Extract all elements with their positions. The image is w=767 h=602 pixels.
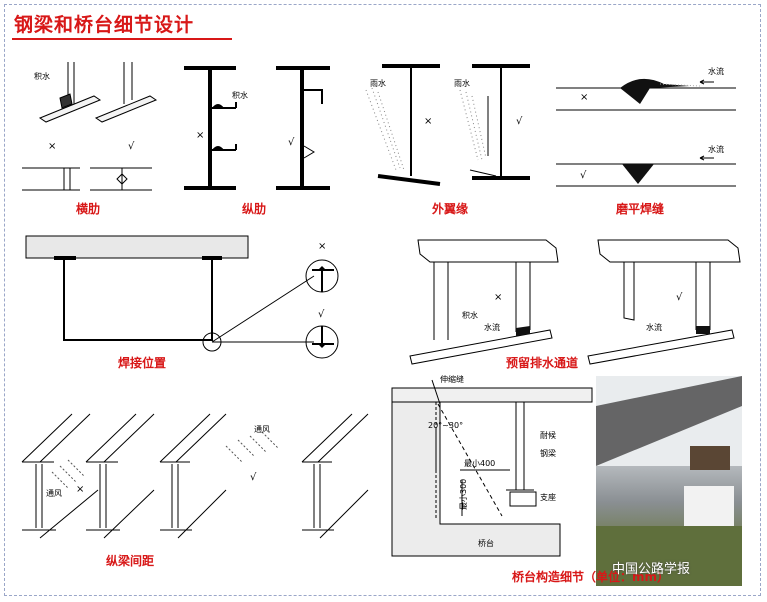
outer-flange-bad-mark: × [424,116,432,127]
drainage-water-note: 积水 [462,310,478,320]
abutment-min400: 最小400 [464,459,495,468]
page-frame [4,4,761,596]
abutment-steel-beam: 钢梁 [540,448,556,458]
page-title: 钢梁和桥台细节设计 [14,14,195,36]
label-weld-position: 焊接位置 [118,356,167,370]
label-outer-flange: 外翼缘 [432,202,469,216]
girder-bad-mark: × [76,484,84,495]
abutment-label: 桥台 [478,538,494,548]
outer-flange-diagram [377,64,530,186]
outer-flange-rain-right: 雨水 [454,78,470,88]
weld-position-diagram [25,235,339,359]
girder-vent-left: 通风 [46,488,62,498]
title-underline [12,38,232,40]
abutment-min300: 最小300 [459,479,468,510]
weld-position-good-mark: √ [318,309,325,320]
label-ground-weld: 磨平焊缝 [616,202,665,216]
watermark: 中国公路学报 [612,562,691,577]
label-girder-spacing: 纵梁间距 [106,554,155,568]
outer-flange-rain-left: 雨水 [370,78,386,88]
drainage-flow-left: 水流 [484,322,500,332]
girder-vent-right: 通风 [254,424,270,434]
abutment-photo [596,376,742,586]
longitudinal-good-mark: √ [288,137,295,148]
abutment-weathering: 耐候 [540,430,556,440]
transverse-good-mark: √ [128,141,135,152]
ground-weld-flow-top: 水流 [708,66,724,76]
weld-position-bad-mark: × [318,241,326,252]
transverse-water-note: 积水 [34,71,50,81]
abutment-angle: 20°~30° [428,421,463,430]
transverse-stiffener-diagram [22,62,158,191]
girder-spacing-diagram [21,413,369,539]
drainage-flow-right: 水流 [646,322,662,332]
longitudinal-bad-mark: × [196,130,204,141]
abutment-detail-diagram [391,379,593,557]
label-longitudinal-stiffener: 纵肋 [242,202,267,216]
longitudinal-stiffener-diagram [184,66,330,190]
ground-weld-flow-bottom: 水流 [708,144,724,154]
photo-illustration [596,376,742,586]
abutment-expansion-joint: 伸缩缝 [440,374,464,384]
label-drainage-channel: 预留排水通道 [506,356,579,370]
label-transverse-stiffener: 横肋 [76,202,101,216]
outer-flange-good-mark: √ [516,116,523,127]
ground-weld-good-mark: √ [580,170,587,181]
longitudinal-water-note: 积水 [232,90,248,100]
label-abutment-detail: 桥台构造细节（单位：mm） [512,570,670,584]
abutment-bearing: 支座 [540,492,556,502]
ground-weld-bad-mark: × [580,92,588,103]
drainage-channel-diagram [409,239,741,365]
transverse-bad-mark: × [48,141,56,152]
drainage-good-mark: √ [676,292,683,303]
drainage-bad-mark: × [494,292,502,303]
girder-good-mark: √ [250,472,257,483]
